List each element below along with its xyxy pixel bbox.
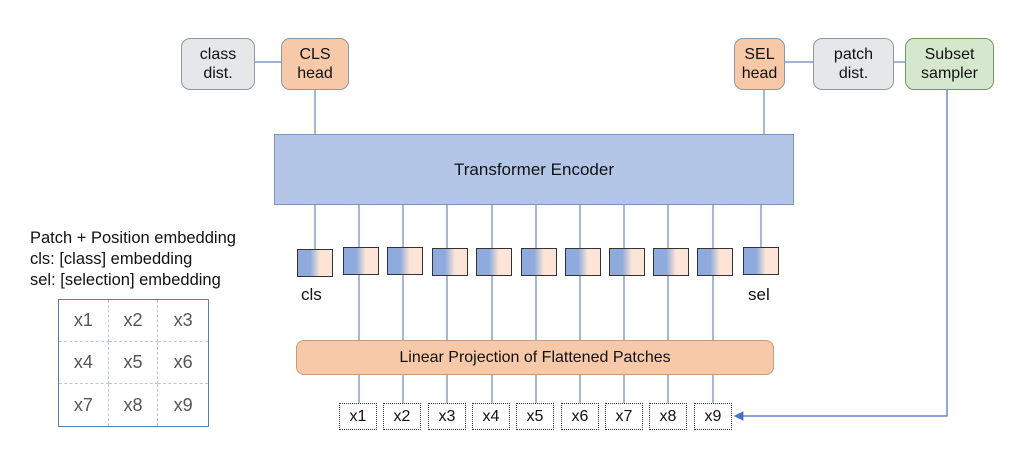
patch-token-embedding <box>476 248 512 276</box>
grid-cell: x5 <box>108 342 159 384</box>
input-patch: x4 <box>472 403 510 430</box>
input-patch: x5 <box>516 403 554 430</box>
legend-line: Patch + Position embedding <box>30 229 236 247</box>
input-patch: x6 <box>561 403 599 430</box>
image-patch-grid: x1 x2 x3 x4 x5 x6 x7 x8 x9 <box>58 299 209 427</box>
patch-token-embedding <box>521 248 557 276</box>
patch-token-embedding <box>697 248 733 276</box>
input-patch: x9 <box>694 403 732 430</box>
patch-token-embedding <box>565 248 601 276</box>
input-patch: x2 <box>383 403 421 430</box>
patch-token-embedding <box>343 247 379 275</box>
patch-token-embedding <box>609 248 645 276</box>
grid-cell: x2 <box>108 300 159 342</box>
legend-line: cls: [class] embedding <box>30 250 193 268</box>
grid-cell: x6 <box>158 342 208 384</box>
subset-sampler-box: Subset sampler <box>905 38 994 90</box>
grid-cell: x4 <box>59 342 109 384</box>
patch-token-embedding <box>432 248 468 276</box>
grid-cell: x3 <box>158 300 208 342</box>
patch-token-embedding <box>387 247 423 275</box>
grid-cell: x7 <box>59 384 109 426</box>
grid-cell: x8 <box>109 384 159 426</box>
cls-head-box: CLS head <box>281 38 349 90</box>
grid-cell: x9 <box>173 394 193 415</box>
sel-token-label: sel <box>748 285 770 304</box>
grid-cell: x1 <box>59 300 109 342</box>
sel-token-embedding <box>743 247 779 275</box>
embedding-legend: Patch + Position embedding cls: [class] … <box>30 228 236 291</box>
input-patch: x3 <box>428 403 466 430</box>
linear-projection-box: Linear Projection of Flattened Patches <box>296 340 774 375</box>
cls-token-label: cls <box>301 285 322 304</box>
input-patch: x7 <box>605 403 643 430</box>
input-patch: x1 <box>339 403 377 430</box>
legend-line: sel: [selection] embedding <box>30 271 221 289</box>
sel-head-box: SEL head <box>734 38 785 90</box>
patch-distribution-box: patch dist. <box>813 38 894 90</box>
class-distribution-box: class dist. <box>181 38 255 90</box>
transformer-encoder-box: Transformer Encoder <box>274 134 794 205</box>
patch-token-embedding <box>653 248 689 276</box>
cls-token-embedding <box>297 249 333 277</box>
input-patch: x8 <box>649 403 687 430</box>
